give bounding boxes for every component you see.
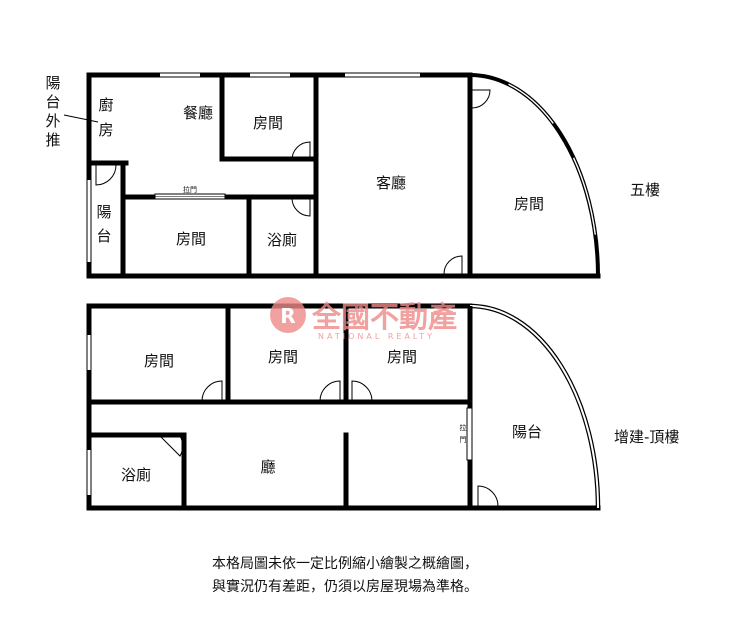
top-floor-plan: 房間 房間 房間 拉 門 陽台 浴廁 廳 增建-頂樓	[86, 303, 679, 511]
label-living: 客廳	[376, 174, 406, 192]
label-sliding-door-b-2: 門	[460, 436, 467, 444]
logo-letter: R	[280, 304, 295, 328]
sliding-door-icon	[154, 193, 226, 200]
disclaimer-line-1: 本格局圖未依一定比例縮小繪製之概繪圖，	[212, 556, 478, 572]
curved-room-walls	[467, 73, 600, 277]
disclaimer-line-2: 與實況仍有差距，仍須以房屋現場為準格。	[212, 579, 478, 595]
watermark-cn: 全國不動產	[311, 300, 457, 334]
label-kitchen-1: 廚	[98, 96, 113, 114]
curved-balcony-walls	[466, 303, 601, 509]
watermark-logo: R 全國不動產 NATIONAL REALTY	[270, 297, 457, 341]
label-balcony-top: 陽台	[512, 423, 542, 441]
disclaimer-notes: 本格局圖未依一定比例縮小繪製之概繪圖， 與實況仍有差距，仍須以房屋現場為準格。	[0, 553, 690, 599]
logo-circle-icon	[270, 297, 306, 333]
label-room-quarter: 房間	[514, 195, 544, 213]
label-dining: 餐廳	[183, 104, 213, 122]
door-swing-icons	[95, 89, 491, 275]
label-room-top-small: 房間	[253, 114, 283, 132]
fifth-floor-walls	[86, 72, 601, 279]
label-bath-top: 浴廁	[121, 466, 151, 484]
door-swing-icons	[158, 380, 499, 507]
label-room-bottom: 房間	[176, 230, 206, 248]
label-balcony-pushout-4: 推	[45, 131, 60, 149]
floor-label-fifth: 五樓	[630, 181, 660, 199]
label-balcony-pushout-1: 陽	[45, 74, 60, 92]
label-room-right: 房間	[387, 348, 417, 366]
label-room-middle: 房間	[268, 348, 298, 366]
label-bath-5f: 浴廁	[267, 231, 297, 249]
label-sliding-door-b-1: 拉	[460, 423, 467, 432]
label-room-left: 房間	[144, 352, 174, 370]
fifth-floor-windows	[87, 73, 420, 262]
label-balcony-left-2: 台	[96, 227, 111, 245]
label-hall: 廳	[260, 458, 275, 476]
floor-plan: 陽 台 外 推 廚 房 餐廳 房間 客廳 房間 陽 台 拉門 房間 浴廁 五樓	[45, 72, 679, 511]
label-kitchen-2: 房	[98, 121, 113, 139]
leader-line	[63, 114, 99, 123]
label-balcony-left-1: 陽	[96, 203, 111, 221]
watermark-en: NATIONAL REALTY	[318, 332, 435, 341]
label-balcony-pushout-3: 外	[45, 112, 60, 130]
floor-label-top: 增建-頂樓	[614, 428, 679, 446]
label-sliding-door-a: 拉門	[183, 185, 197, 194]
fifth-floor-plan: 陽 台 外 推 廚 房 餐廳 房間 客廳 房間 陽 台 拉門 房間 浴廁 五樓	[45, 72, 660, 279]
label-balcony-pushout-2: 台	[45, 93, 60, 111]
